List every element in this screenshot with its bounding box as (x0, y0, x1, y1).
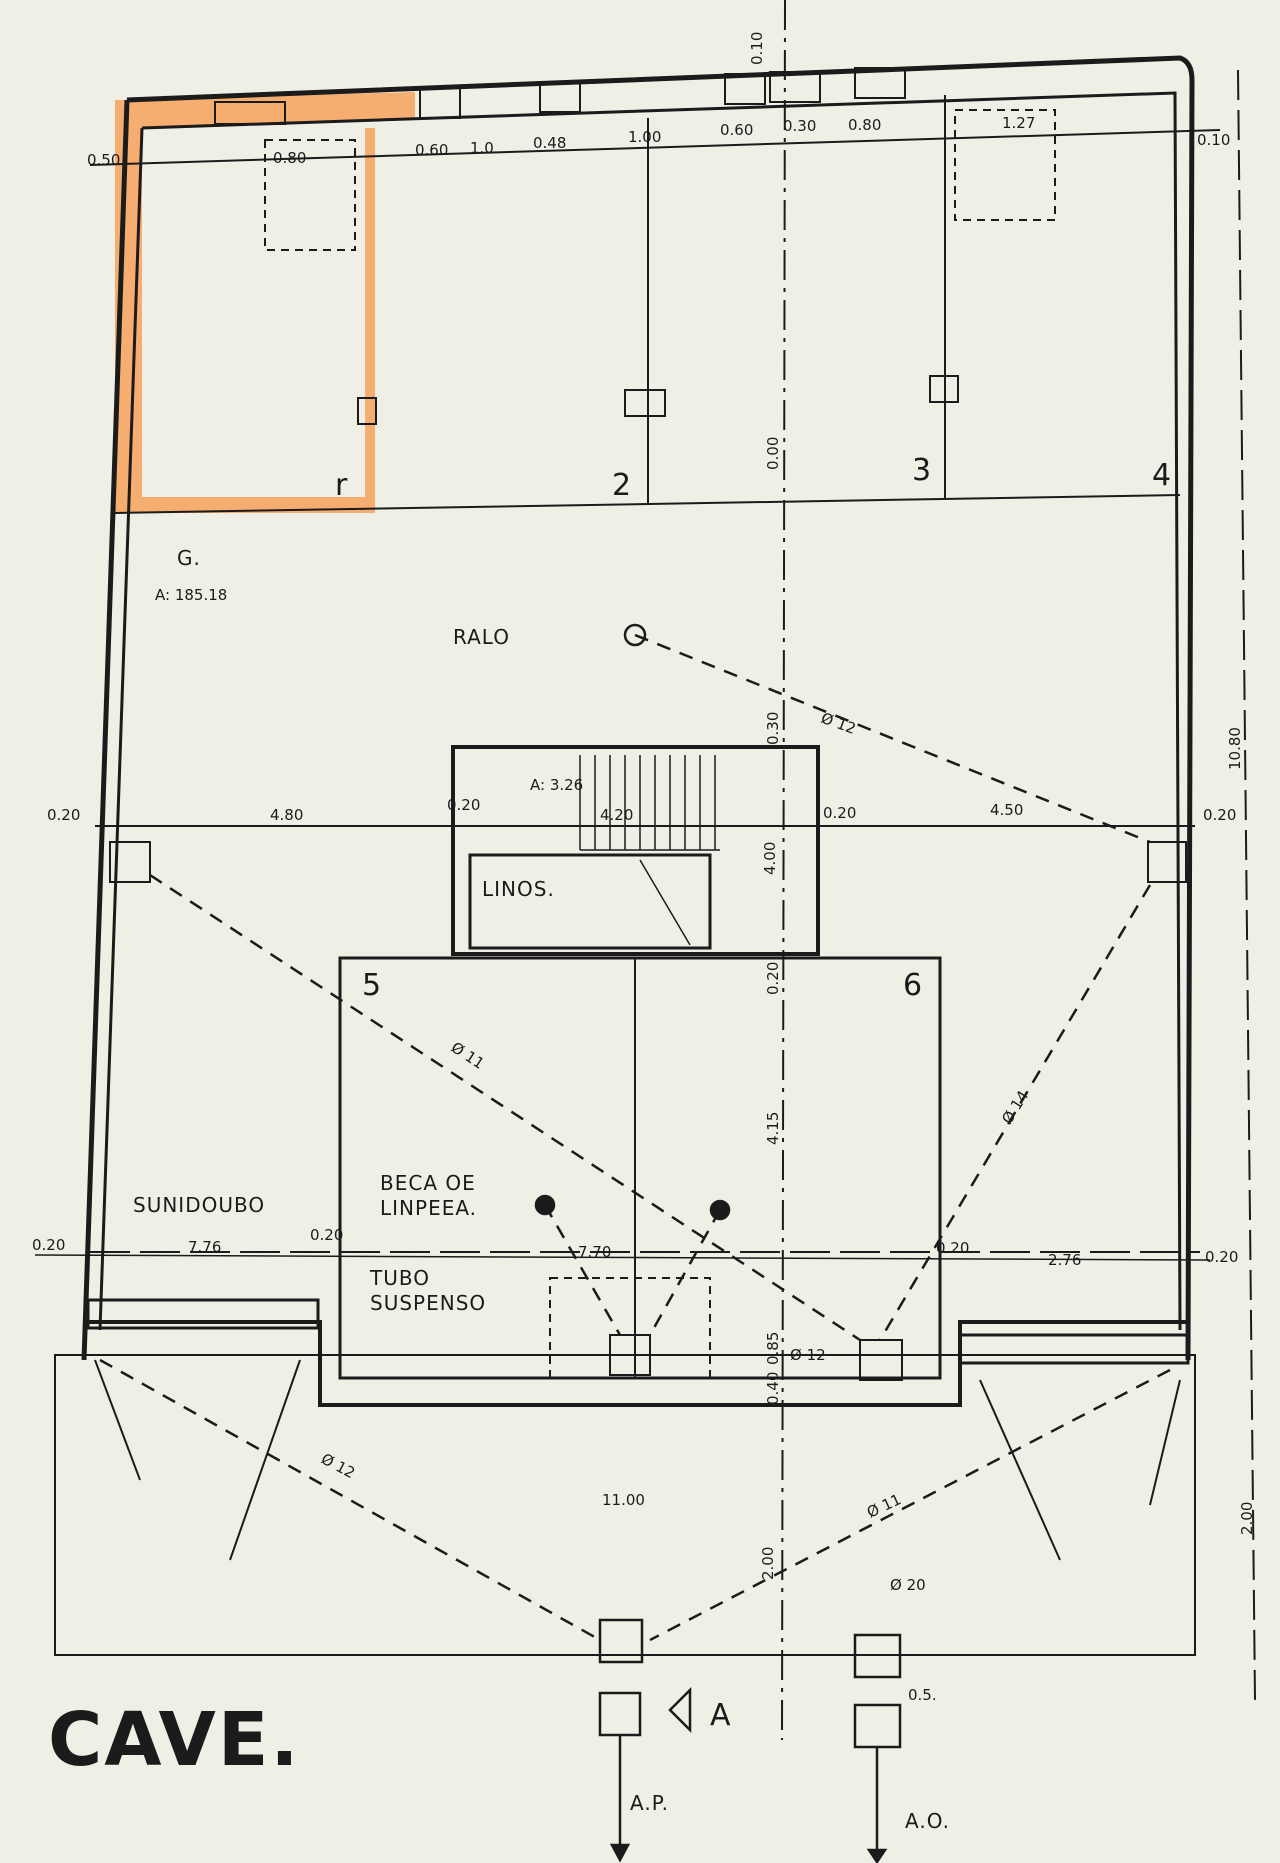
outlet-right: A.O. (905, 1809, 950, 1833)
vdim-2: 0.30 (764, 712, 782, 745)
garage-label: G. (177, 546, 201, 570)
vdim-7: 2.00 (759, 1547, 777, 1580)
pipe-runs (99, 633, 1171, 1642)
vdim-1: 0.00 (764, 437, 782, 470)
bay-number-5: 5 (362, 968, 381, 1003)
boca-line-1: BECA OE (380, 1171, 476, 1195)
section-marker: A (710, 1698, 731, 1733)
bay-number-1: r (335, 468, 348, 503)
vdim-4: 4.15 (764, 1112, 782, 1145)
low-dim-3: 0.20 (310, 1226, 343, 1244)
sumidouro-label: SUNIDOUBO (133, 1193, 265, 1217)
top-dim-3: 0.60 (415, 141, 448, 159)
top-dim-7: 0.60 (720, 121, 753, 139)
low-dimension-line (34, 1254, 1211, 1261)
top-dim-8: 0.30 (783, 117, 816, 135)
top-dim-6: 1.00 (628, 128, 661, 146)
right-dimension-line (1237, 69, 1256, 1701)
stair-dim: 4.20 (600, 806, 633, 824)
top-dim-1: 0.50 (87, 151, 120, 169)
ramp-dim: 11.00 (602, 1491, 645, 1509)
top-dim-11: 0.10 (1197, 131, 1230, 149)
linos-label: LINOS. (482, 877, 555, 901)
centre-axis (781, 0, 786, 1741)
tubo-line-1: TUBO (369, 1266, 430, 1290)
tubo-line-2: SUSPENSO (370, 1291, 486, 1315)
boca-line-2: LINPEEA. (380, 1196, 477, 1220)
vdim-5: 0.85 (764, 1332, 782, 1365)
bay-lines (89, 95, 1221, 505)
bay-number-6: 6 (903, 968, 922, 1003)
low-dim-7: 0.20 (1205, 1248, 1238, 1266)
pipe-label-4: Ø 12 (790, 1346, 826, 1364)
low-dim-6: 2.76 (1048, 1251, 1081, 1269)
ralo-label: RALO (453, 625, 510, 649)
stair-dim-v: 4.00 (761, 842, 779, 875)
mid-dim-1: 0.20 (47, 806, 80, 824)
low-dim-5: 0.20 (936, 1239, 969, 1257)
vdim-6: 0.40 (764, 1372, 782, 1405)
garage-area: A: 185.18 (155, 586, 227, 604)
stair-core (451, 745, 820, 956)
bay-number-4: 4 (1152, 458, 1171, 493)
stair-area: A: 3.26 (530, 776, 583, 794)
bay-number-2: 2 (612, 468, 631, 503)
vdim-8: 10.80 (1226, 727, 1244, 770)
outlet-left: A.P. (630, 1791, 669, 1815)
drawing-title: CAVE. (48, 1697, 301, 1783)
low-dim-4: 7.70 (578, 1243, 611, 1261)
bay-number-3: 3 (912, 453, 931, 488)
bottom-note: 0.5. (908, 1686, 937, 1704)
vdim-3: 0.20 (764, 962, 782, 995)
pipe-label-7: Ø 20 (890, 1576, 926, 1594)
vdim-9: 2.00 (1238, 1502, 1256, 1535)
low-dim-1: 0.20 (32, 1236, 65, 1254)
top-dim-9: 0.80 (848, 116, 881, 134)
mid-dim-4: 0.20 (823, 804, 856, 822)
mid-dim-3: 0.20 (447, 796, 480, 814)
mid-dim-2: 4.80 (270, 806, 303, 824)
top-dim-2: 0.80 (273, 149, 306, 167)
drains (534, 623, 902, 1863)
top-dim-5: 0.48 (533, 134, 566, 152)
ramp-block (109, 841, 1187, 1381)
mid-dim-6: 0.20 (1203, 806, 1236, 824)
top-dim-10: 1.27 (1002, 114, 1035, 132)
mid-dim-5: 4.50 (990, 801, 1023, 819)
top-dim-4: 1.0 (470, 139, 494, 157)
lower-walls (54, 1251, 1200, 1656)
top-dim-12: 0.10 (748, 32, 766, 65)
low-dim-2: 7.76 (188, 1238, 221, 1256)
